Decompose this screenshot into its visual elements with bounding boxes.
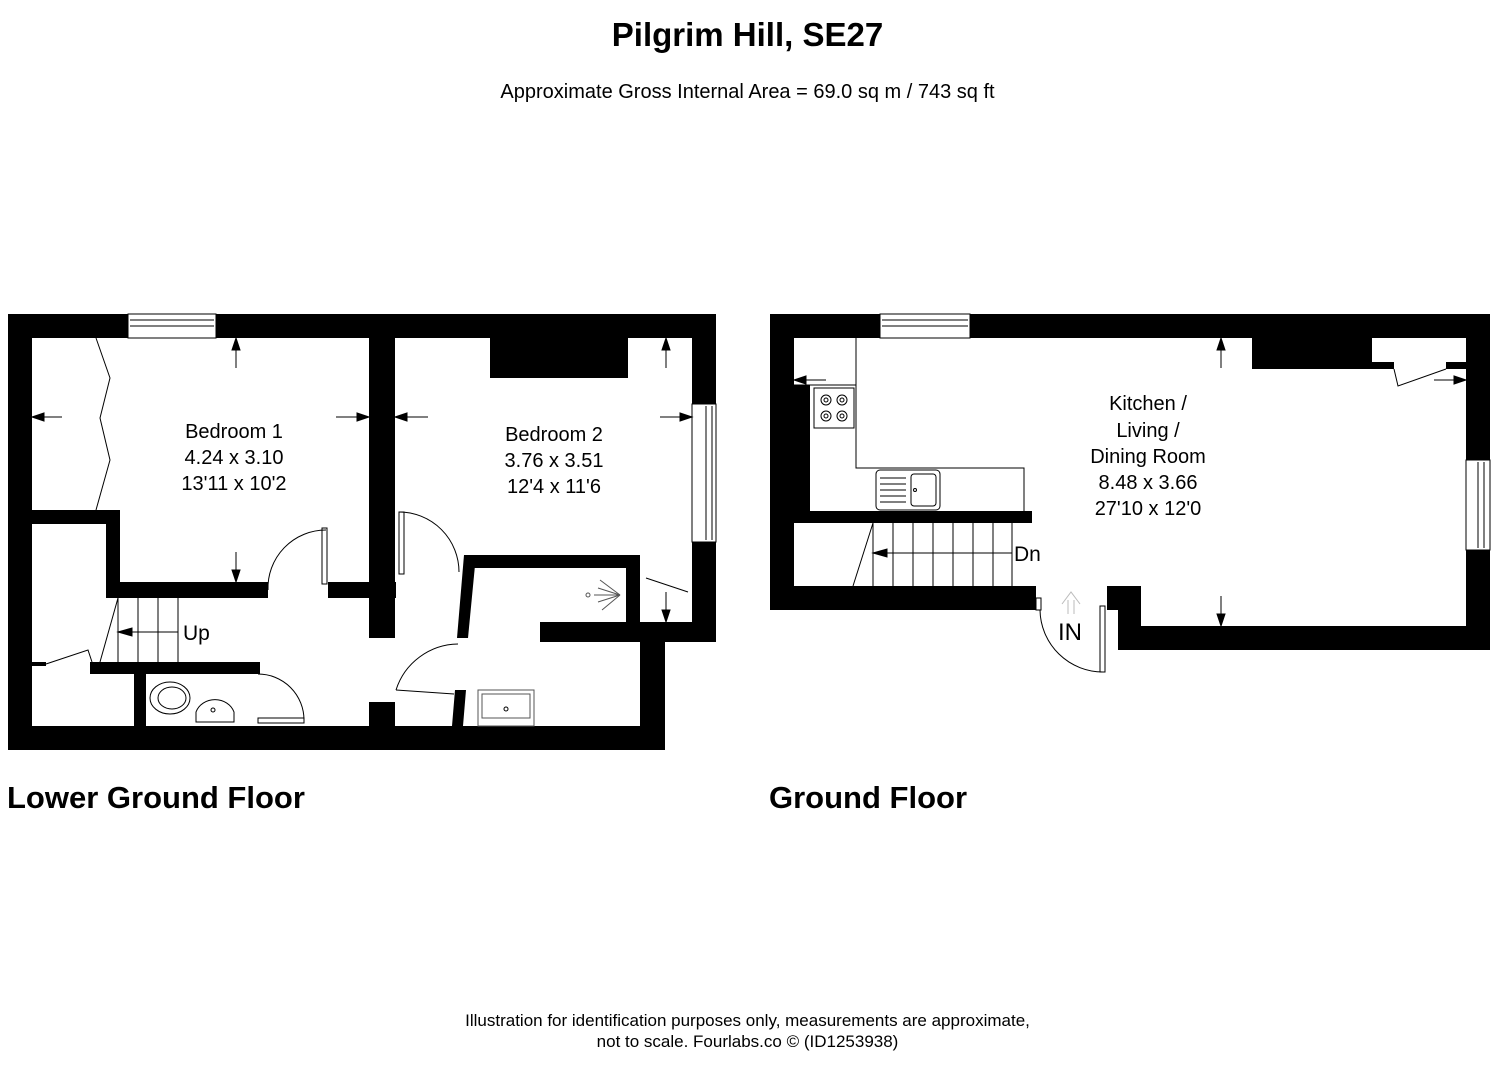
shower-icon xyxy=(585,579,621,611)
disclaimer-line-1: Illustration for identification purposes… xyxy=(465,1011,1030,1030)
bath-sink-icon xyxy=(477,689,535,727)
hob-icon xyxy=(813,387,855,429)
ground-floor-label: Ground Floor xyxy=(769,780,968,815)
kitchen-name-line3: Dining Room xyxy=(1090,446,1206,468)
disclaimer: Illustration for identification purposes… xyxy=(0,1010,1495,1052)
stairs-icon xyxy=(852,522,1013,587)
entrance-arrow-icon xyxy=(1061,591,1081,614)
bedroom2-metric: 3.76 x 3.51 xyxy=(505,450,604,472)
dimension-arrows xyxy=(30,336,694,624)
kitchen-sink-icon xyxy=(875,469,941,511)
lower-ground-labels: Bedroom 1 4.24 x 3.10 13'11 x 10'2 Bedro… xyxy=(181,421,603,645)
ground-floor-plan xyxy=(770,314,1490,650)
bedroom1-metric: 4.24 x 3.10 xyxy=(185,447,284,469)
lower-ground-fixtures xyxy=(45,313,717,727)
plan-title: Pilgrim Hill, SE27 xyxy=(611,16,884,53)
sink-icon xyxy=(195,699,235,723)
dimension-arrows xyxy=(792,336,1468,628)
cupboard-door-icon xyxy=(1393,368,1447,387)
cupboard-door-icon xyxy=(645,577,689,593)
ground-floor-labels: Kitchen / Living / Dining Room 8.48 x 3.… xyxy=(1014,393,1206,646)
bedroom2-imperial: 12'4 x 11'6 xyxy=(507,476,601,498)
cupboard-door-icon xyxy=(45,649,93,665)
entrance-label: IN xyxy=(1058,619,1082,646)
bedroom1-name: Bedroom 1 xyxy=(185,421,283,443)
bedroom1-imperial: 13'11 x 10'2 xyxy=(181,473,286,495)
lower-ground-floor-label: Lower Ground Floor xyxy=(7,780,305,815)
stairs-icon xyxy=(99,597,179,663)
door-swing-icon xyxy=(257,673,305,721)
wardrobe-door-icon xyxy=(95,337,111,511)
kitchen-metric: 8.48 x 3.66 xyxy=(1099,472,1198,494)
door-swing-icon xyxy=(395,643,459,691)
kitchen-name-line2: Living / xyxy=(1116,420,1180,442)
gross-area-text: Approximate Gross Internal Area = 69.0 s… xyxy=(500,81,995,103)
disclaimer-line-2: not to scale. Fourlabs.co © (ID1253938) xyxy=(596,1032,899,1051)
door-swing-icon xyxy=(267,529,327,591)
kitchen-name-line1: Kitchen / xyxy=(1109,393,1187,415)
worktop-outline xyxy=(855,338,1025,511)
entrance-door-icon xyxy=(1039,609,1104,673)
kitchen-imperial: 27'10 x 12'0 xyxy=(1095,498,1202,520)
ground-fixtures xyxy=(794,313,1491,673)
door-swing-icon xyxy=(398,511,460,573)
lower-ground-floor-plan xyxy=(8,314,716,750)
stairs-down-label: Dn xyxy=(1014,543,1041,566)
toilet-icon xyxy=(149,681,191,715)
stairs-up-label: Up xyxy=(183,622,210,645)
bedroom2-name: Bedroom 2 xyxy=(505,424,603,446)
